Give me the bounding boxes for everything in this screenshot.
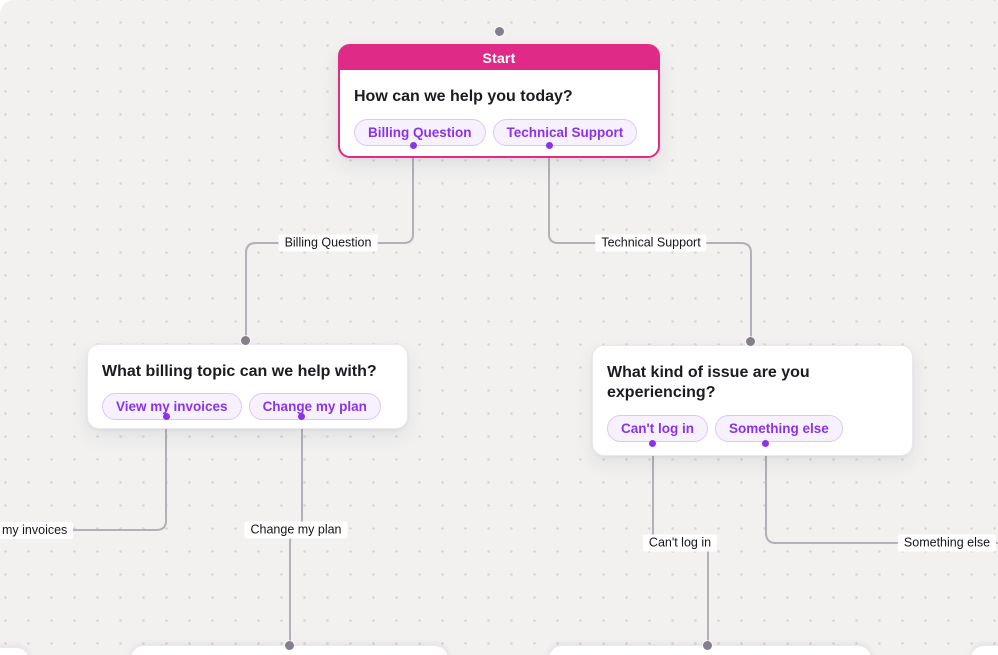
edge-view-my-invoices (0, 424, 167, 531)
bottom-left-target-handle[interactable] (285, 641, 294, 650)
option-chip-cant-log-in[interactable]: Can't log in (607, 415, 708, 442)
bottom-right-target-handle[interactable] (703, 641, 712, 650)
edge-label-view-my-invoices: my invoices (0, 522, 74, 539)
source-handle-cant-log-in[interactable] (649, 440, 656, 447)
option-chip-something-else[interactable]: Something else (714, 415, 843, 442)
node-partial-left[interactable] (0, 647, 30, 655)
billing-target-handle[interactable] (241, 336, 250, 345)
node-billing-question: What billing topic can we help with? (102, 363, 377, 380)
node-technical-issue[interactable]: What kind of issue are you experiencing?… (592, 345, 913, 456)
option-chip-view-my-invoices[interactable]: View my invoices (102, 392, 242, 420)
node-technical-question: What kind of issue are you experiencing? (607, 364, 810, 401)
technical-target-handle[interactable] (746, 337, 755, 346)
edge-label-cant-log-in: Can't log in (642, 534, 718, 552)
node-start-question: How can we help you today? (354, 88, 573, 105)
node-billing-topic[interactable]: What billing topic can we help with? Vie… (87, 344, 408, 429)
edge-label-billing-question: Billing Question (278, 234, 378, 252)
source-handle-view-my-invoices[interactable] (163, 413, 170, 420)
start-top-handle[interactable] (495, 27, 504, 36)
source-handle-billing-question[interactable] (410, 142, 417, 149)
edge-label-change-my-plan: Change my plan (244, 521, 348, 539)
node-start-header: Start (340, 46, 658, 70)
source-handle-change-my-plan[interactable] (298, 413, 305, 420)
option-chip-technical-support[interactable]: Technical Support (492, 118, 638, 146)
option-chip-billing-question[interactable]: Billing Question (354, 118, 486, 146)
source-handle-something-else[interactable] (762, 440, 769, 447)
node-partial-right[interactable] (970, 645, 998, 655)
source-handle-technical-support[interactable] (546, 142, 553, 149)
edge-something-else (765, 448, 998, 544)
edge-label-technical-support: Technical Support (595, 234, 707, 252)
option-chip-change-my-plan[interactable]: Change my plan (248, 392, 381, 420)
node-start[interactable]: Start How can we help you today? Billing… (338, 44, 660, 158)
edge-label-something-else: Something else (897, 534, 997, 552)
